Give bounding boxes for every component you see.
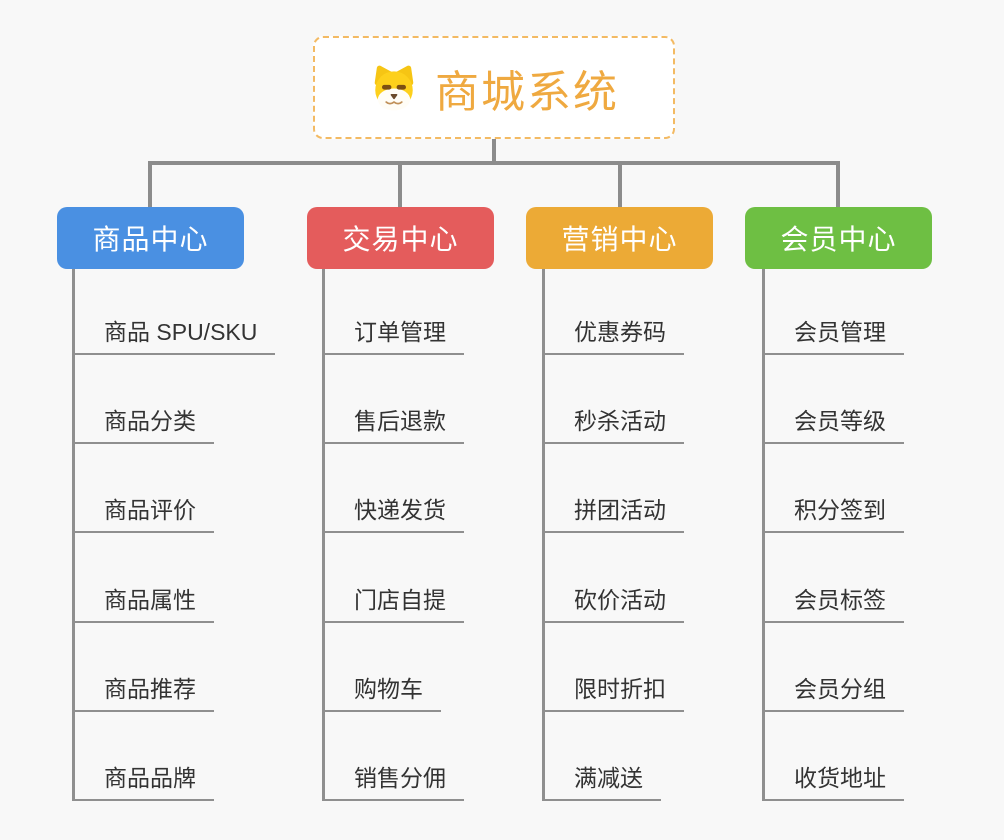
leaf-topic[interactable]: 购物车 bbox=[322, 674, 441, 712]
branch-trunk-line bbox=[762, 269, 765, 801]
leaf-topic[interactable]: 拼团活动 bbox=[542, 495, 684, 533]
leaf-topic[interactable]: 商品属性 bbox=[72, 585, 214, 623]
leaf-topic[interactable]: 会员管理 bbox=[762, 317, 904, 355]
leaf-topic[interactable]: 商品 SPU/SKU bbox=[72, 317, 276, 355]
connector-drop bbox=[398, 161, 402, 209]
root-topic[interactable]: 商城系统 bbox=[313, 36, 675, 139]
branch-topic-trade-center[interactable]: 交易中心 bbox=[307, 207, 494, 269]
leaf-topic[interactable]: 会员等级 bbox=[762, 406, 904, 444]
branch-trunk-line bbox=[322, 269, 325, 801]
leaf-topic[interactable]: 快递发货 bbox=[322, 495, 464, 533]
leaf-topic[interactable]: 会员分组 bbox=[762, 674, 904, 712]
branch-topic-marketing-center[interactable]: 营销中心 bbox=[526, 207, 713, 269]
connector-drop bbox=[618, 161, 622, 209]
branch-topic-member-center[interactable]: 会员中心 bbox=[745, 207, 932, 269]
leaf-topic[interactable]: 优惠券码 bbox=[542, 317, 684, 355]
leaf-topic[interactable]: 商品评价 bbox=[72, 495, 214, 533]
root-topic-label: 商城系统 bbox=[435, 67, 619, 117]
leaf-topic[interactable]: 秒杀活动 bbox=[542, 406, 684, 444]
connector-root-drop bbox=[492, 138, 496, 165]
leaf-topic[interactable]: 会员标签 bbox=[762, 585, 904, 623]
leaf-topic[interactable]: 订单管理 bbox=[322, 317, 464, 355]
leaf-topic[interactable]: 收货地址 bbox=[762, 763, 904, 801]
leaf-topic[interactable]: 销售分佣 bbox=[322, 763, 464, 801]
leaf-topic[interactable]: 限时折扣 bbox=[542, 674, 684, 712]
connector-drop bbox=[836, 161, 840, 209]
branch-trunk-line bbox=[72, 269, 75, 801]
dog-icon bbox=[369, 65, 419, 111]
leaf-topic[interactable]: 砍价活动 bbox=[542, 585, 684, 623]
leaf-topic[interactable]: 积分签到 bbox=[762, 495, 904, 533]
branch-trunk-line bbox=[542, 269, 545, 801]
leaf-topic[interactable]: 满减送 bbox=[542, 763, 661, 801]
leaf-topic[interactable]: 商品推荐 bbox=[72, 674, 214, 712]
leaf-topic[interactable]: 商品品牌 bbox=[72, 763, 214, 801]
leaf-topic[interactable]: 售后退款 bbox=[322, 406, 464, 444]
branch-topic-product-center[interactable]: 商品中心 bbox=[57, 207, 244, 269]
leaf-topic[interactable]: 商品分类 bbox=[72, 406, 214, 444]
connector-bus bbox=[148, 161, 840, 165]
connector-drop bbox=[148, 161, 152, 209]
leaf-topic[interactable]: 门店自提 bbox=[322, 585, 464, 623]
